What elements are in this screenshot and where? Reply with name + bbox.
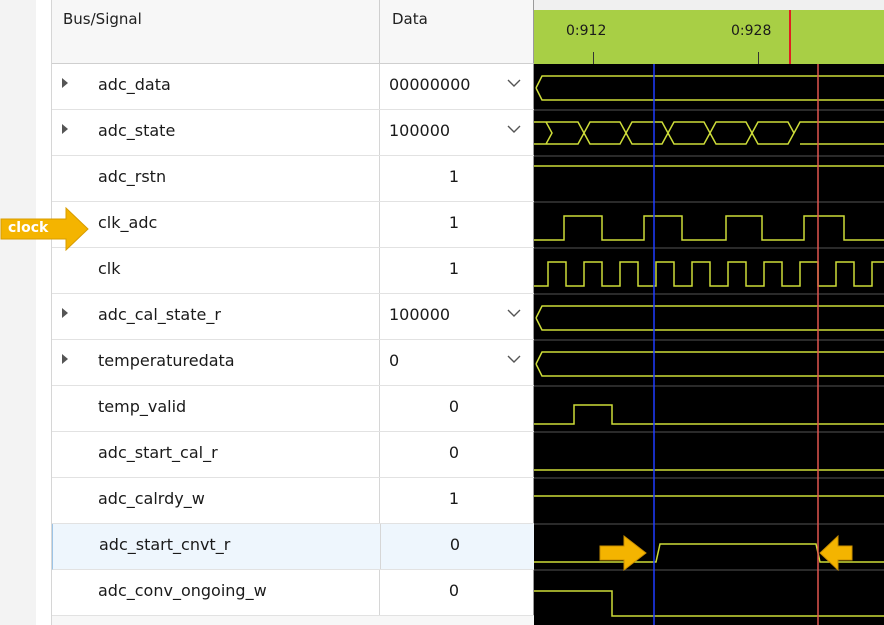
signal-name: clk [98,259,121,278]
signal-value: 0 [448,443,459,462]
signal-name-cell[interactable]: adc_state [52,110,380,155]
signal-name: temperaturedata [98,351,235,370]
right-arrow-annotation [599,534,647,572]
signal-name: temp_valid [98,397,187,416]
signal-value-cell[interactable]: 100000 [380,110,534,155]
signal-name-cell[interactable]: temperaturedata [52,340,380,385]
signal-row[interactable]: adc_cal_state_r 100000 [52,294,534,340]
signal-column-header-label: Bus/Signal [63,10,142,28]
time-marker[interactable] [789,10,791,64]
signal-name-cell[interactable]: clk [52,248,380,293]
signal-name: adc_state [98,121,176,140]
left-margin [0,0,36,625]
waveform-traces [534,75,884,617]
signal-name: adc_start_cnvt_r [99,535,231,554]
trace-temp-valid [534,404,884,425]
trace-adc-cal-state-r [535,305,884,331]
timeline-tick [593,52,594,64]
trace-adc-conv-ongoing-w [534,590,884,617]
timeline-marker-label-1: 0:928 [731,23,772,39]
chevron-down-icon[interactable] [507,124,521,134]
signal-value: 0 [449,535,460,554]
waveform-canvas[interactable] [534,64,884,625]
signal-name: adc_conv_ongoing_w [98,581,267,600]
signal-name: adc_data [98,75,171,94]
signal-value: 0 [448,397,459,416]
signal-row[interactable]: adc_data 00000000 [52,64,534,110]
signal-value-cell[interactable]: 0 [380,570,534,615]
chevron-down-icon[interactable] [507,308,521,318]
signal-row[interactable]: adc_state 100000 [52,110,534,156]
timeline-marker-label-0: 0:912 [566,23,607,39]
chevron-down-icon[interactable] [507,354,521,364]
signal-value: 00000000 [389,75,471,94]
signal-value-cell[interactable]: 0 [381,524,535,569]
trace-clk-adc [534,215,884,241]
signal-row[interactable]: temperaturedata 0 [52,340,534,386]
expand-triangle-icon[interactable] [62,308,68,318]
signal-row[interactable]: adc_start_cnvt_r 0 [52,524,535,570]
signal-name-cell[interactable]: clk_adc [52,202,380,247]
signal-row[interactable]: temp_valid 0 [52,386,534,432]
timeline-bar[interactable] [534,10,884,64]
signal-name: adc_rstn [98,167,167,186]
signal-value: 0 [448,581,459,600]
timeline-tick [758,52,759,64]
signal-value-cell[interactable]: 0 [380,432,534,477]
expand-triangle-icon[interactable] [62,124,68,134]
chevron-down-icon[interactable] [507,78,521,88]
signal-name: adc_cal_state_r [98,305,221,324]
signal-name-cell[interactable]: adc_start_cal_r [52,432,380,477]
signal-row[interactable]: clk 1 [52,248,534,294]
trace-adc-state [534,121,884,145]
waveform-background [534,64,884,625]
signal-name-cell[interactable]: adc_rstn [52,156,380,201]
signal-name-cell[interactable]: adc_data [52,64,380,109]
signal-value-cell[interactable]: 0 [380,340,534,385]
signal-value-cell[interactable]: 00000000 [380,64,534,109]
signal-name-cell[interactable]: adc_cal_state_r [52,294,380,339]
signal-name-cell[interactable]: adc_conv_ongoing_w [52,570,380,615]
signal-value: 1 [448,213,459,232]
trace-adc-data [535,75,884,101]
signal-value-cell[interactable]: 1 [380,156,534,201]
signal-name-cell[interactable]: temp_valid [52,386,380,431]
signal-value-cell[interactable]: 1 [380,202,534,247]
signal-name-cell[interactable]: adc_start_cnvt_r [53,524,381,569]
left-arrow-annotation [819,534,853,572]
signal-value-cell[interactable]: 0 [380,386,534,431]
signal-column-header[interactable]: Bus/Signal [52,0,380,64]
trace-clk [534,261,884,287]
signal-value: 100000 [389,121,451,140]
signal-value: 0 [389,351,400,370]
signal-name-cell[interactable]: adc_calrdy_w [52,478,380,523]
waveform-row-dividers [534,109,884,571]
trace-temperaturedata [535,351,884,377]
signal-name: clk_adc [98,213,158,232]
signal-name: adc_calrdy_w [98,489,205,508]
signal-value-cell[interactable]: 1 [380,248,534,293]
signal-row[interactable]: clk_adc 1 [52,202,534,248]
signal-value: 100000 [389,305,451,324]
signal-row[interactable]: adc_calrdy_w 1 [52,478,534,524]
clock-arrow-icon [0,207,89,251]
expand-triangle-icon[interactable] [62,354,68,364]
signal-value: 1 [448,167,459,186]
data-column-header[interactable]: Data [380,0,534,64]
clock-annotation-label: clock [8,220,49,236]
expand-triangle-icon[interactable] [62,78,68,88]
signal-row[interactable]: adc_rstn 1 [52,156,534,202]
signal-value: 1 [448,489,459,508]
signal-row[interactable]: adc_start_cal_r 0 [52,432,534,478]
signal-row[interactable]: adc_conv_ongoing_w 0 [52,570,534,616]
data-column-header-label: Data [392,10,428,28]
signal-name: adc_start_cal_r [98,443,218,462]
signal-value-cell[interactable]: 100000 [380,294,534,339]
signal-value-cell[interactable]: 1 [380,478,534,523]
signal-value: 1 [448,259,459,278]
